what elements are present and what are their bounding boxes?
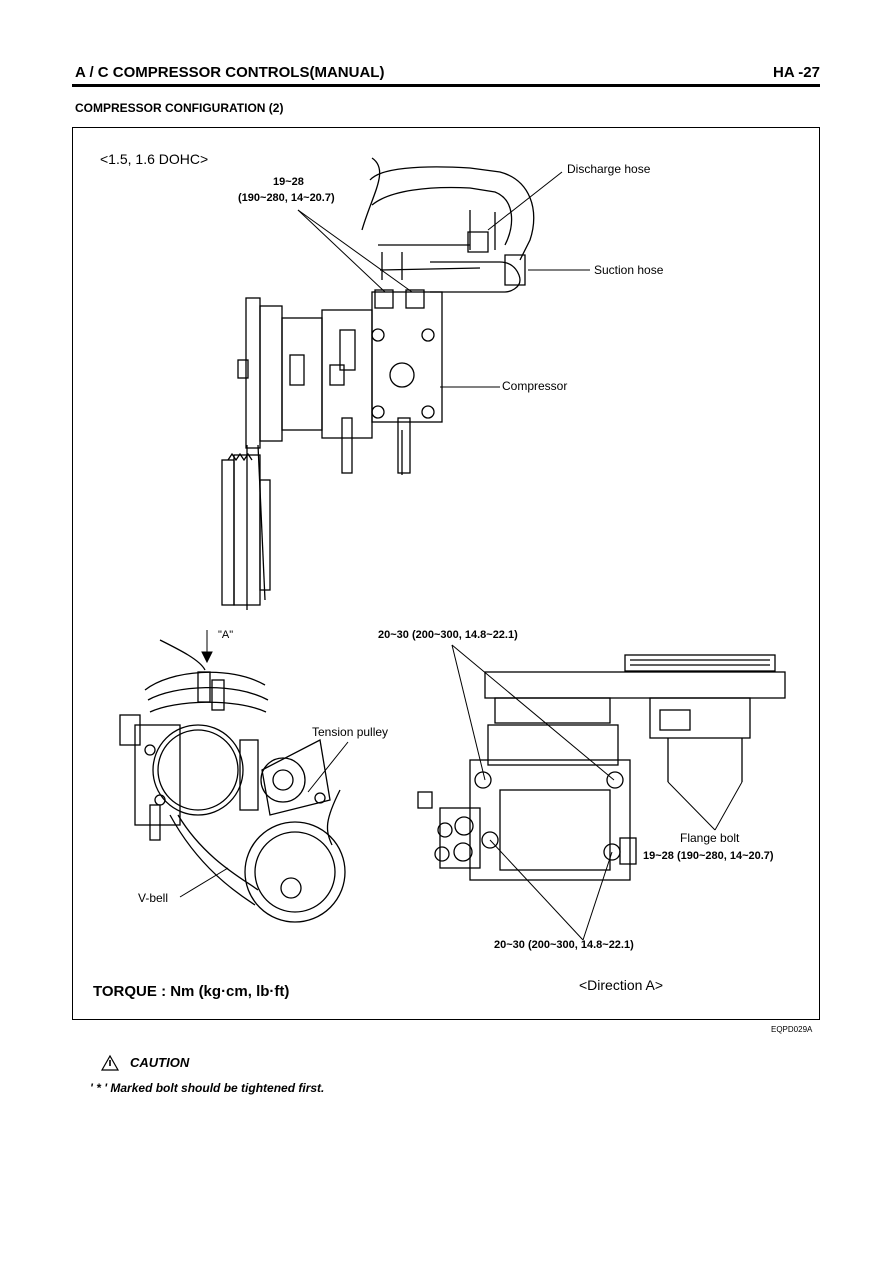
discharge-hose-label: Discharge hose [567, 162, 651, 176]
header-rule [72, 84, 820, 87]
lower-torque-label: 20~30 (200~300, 14.8~22.1) [494, 939, 634, 951]
upper-torque-label: 20~30 (200~300, 14.8~22.1) [378, 629, 518, 641]
caution-triangle-icon [100, 1054, 120, 1071]
figure-frame [72, 127, 820, 1020]
direction-view-label: <Direction A> [579, 977, 664, 993]
figure-code: EQPD029A [771, 1025, 813, 1034]
belt-pulley-drawing [221, 444, 271, 610]
top-leaders [297, 171, 590, 388]
engine-label: <1.5, 1.6 DOHC> [100, 151, 209, 167]
caution-note: ' * ' Marked bolt should be tightened fi… [90, 1081, 325, 1095]
suction-hose-label: Suction hose [594, 263, 664, 277]
compressor-side-drawing [237, 289, 443, 475]
v-belt-label: V-bell [138, 891, 169, 905]
header-title: A / C COMPRESSOR CONTROLS(MANUAL) [75, 64, 385, 81]
section-title: COMPRESSOR CONFIGURATION (2) [75, 101, 284, 115]
caution-title: CAUTION [130, 1055, 190, 1070]
hoses-drawing [361, 157, 535, 293]
tension-pulley-label: Tension pulley [312, 725, 389, 739]
compressor-label: Compressor [502, 379, 568, 393]
top-torque-units: (190~280, 14~20.7) [238, 192, 335, 204]
flange-bolt-label: Flange bolt [680, 831, 740, 845]
bottom-leaders [179, 630, 743, 941]
torque-units-label: TORQUE : Nm (kg·cm, lb·ft) [93, 983, 290, 1000]
direction-a-drawing [417, 654, 786, 881]
direction-marker: "A" [218, 629, 234, 641]
belt-view-drawing [119, 639, 346, 923]
flange-torque-label: 19~28 (190~280, 14~20.7) [643, 850, 774, 862]
page-number: HA -27 [773, 64, 820, 81]
top-torque-nm: 19~28 [273, 176, 304, 188]
